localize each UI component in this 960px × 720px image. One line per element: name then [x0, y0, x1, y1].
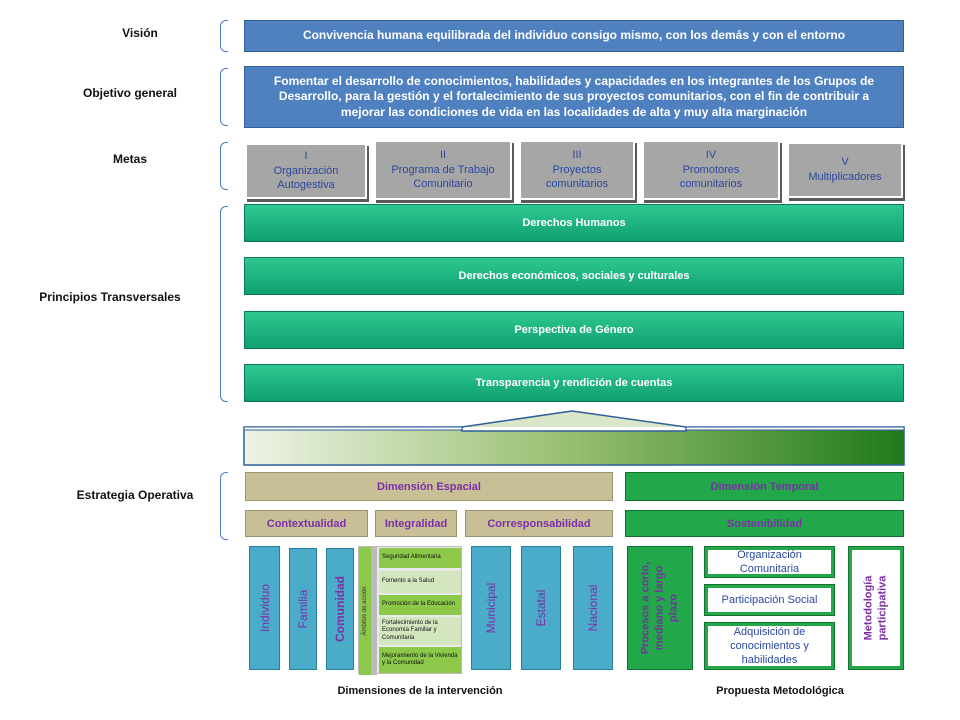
column-municipal-label: Municipal: [484, 582, 498, 634]
meta-3: III Proyectos comunitarios: [519, 140, 635, 200]
objetivo-bar: Fomentar el desarrollo de conocimientos,…: [244, 66, 904, 128]
principio-derechos-humanos: Derechos Humanos: [244, 204, 904, 242]
principio-desc: Derechos económicos, sociales y cultural…: [244, 257, 904, 295]
corresponsabilidad: Corresponsabilidad: [465, 510, 613, 537]
column-procesos: Procesos a corto, mediano y largo plazo: [627, 546, 693, 670]
vision-bar: Convivencia humana equilibrada del indiv…: [244, 20, 904, 52]
integralidad: Integralidad: [375, 510, 457, 537]
funnel-gradient-bar: [243, 410, 905, 466]
column-nacional: Nacional: [573, 546, 613, 670]
ambito-item-5: Mejoramiento de la Vivienda y la Comunid…: [379, 647, 461, 673]
propuesta-adquisicion-label: Adquisición de conocimientos y habilidad…: [708, 626, 831, 666]
column-comunidad-label: Comunidad: [333, 576, 347, 642]
meta-4: IV Promotores comunitarios: [642, 140, 780, 200]
row-label-vision: Visión: [122, 26, 158, 40]
column-municipal: Municipal: [471, 546, 511, 670]
column-individuo: Individuo: [249, 546, 280, 670]
bracket-principios: [220, 206, 228, 402]
label-propuesta-metodologica: Propuesta Metodológica: [716, 685, 844, 697]
label-dimensiones-intervencion: Dimensiones de la intervención: [337, 685, 503, 697]
ambitos-block: Ámbitos de acción Seguridad Alimentaria …: [358, 546, 462, 675]
column-procesos-label: Procesos a corto, mediano y largo plazo: [639, 561, 679, 655]
propuesta-adquisicion: Adquisición de conocimientos y habilidad…: [704, 622, 835, 670]
dimension-temporal: Dimensión Temporal: [625, 472, 904, 501]
sostenibilidad: Sostenibilidad: [625, 510, 904, 537]
column-nacional-label: Nacional: [586, 584, 600, 632]
dimension-espacial: Dimensión Espacial: [245, 472, 613, 501]
principio-genero: Perspectiva de Género: [244, 311, 904, 349]
ambito-item-3: Promoción de la Educación: [379, 595, 461, 615]
propuesta-participacion-label: Participación Social: [708, 588, 831, 612]
ambitos-label: Ámbitos de acción: [362, 586, 368, 636]
column-metodologia: Metodología participativa: [848, 546, 904, 670]
meta-2: II Programa de Trabajo Comunitario: [374, 140, 512, 200]
ambitos-strip: Ámbitos de acción: [359, 547, 371, 675]
meta-5: V Multiplicadores: [787, 142, 903, 198]
row-label-estrategia: Estrategia Operativa: [76, 488, 194, 502]
row-label-objetivo: Objetivo general: [82, 86, 178, 100]
row-label-principios: Principios Transversales: [39, 290, 181, 304]
meta-1: I Organización Autogestiva: [245, 143, 367, 199]
column-individuo-label: Individuo: [257, 583, 272, 633]
column-metodologia-label: Metodología participativa: [862, 575, 888, 641]
ambitos-divider: [371, 547, 377, 675]
propuesta-participacion: Participación Social: [704, 584, 835, 616]
metodologia-inner: Metodología participativa: [852, 550, 900, 666]
principio-transparencia: Transparencia y rendición de cuentas: [244, 364, 904, 402]
bracket-estrategia: [220, 472, 228, 540]
ambito-item-4: Fortalecimiento de la Economía Familiar …: [379, 617, 461, 645]
propuesta-organizacion-label: Organización Comunitaria: [708, 549, 831, 575]
bracket-metas: [220, 142, 228, 190]
column-estatal-label: Estatal: [534, 589, 548, 627]
contextualidad: Contextualidad: [245, 510, 368, 537]
ambito-item-2: Fomento a la Salud: [379, 571, 461, 593]
column-familia: Familia: [289, 548, 317, 670]
ambito-item-1: Seguridad Alimentaria: [379, 548, 461, 568]
bracket-vision: [220, 20, 228, 52]
bracket-objetivo: [220, 68, 228, 126]
row-label-metas: Metas: [112, 152, 147, 166]
column-estatal: Estatal: [521, 546, 561, 670]
column-comunidad: Comunidad: [326, 548, 354, 670]
propuesta-organizacion: Organización Comunitaria: [704, 546, 835, 578]
column-familia-label: Familia: [296, 589, 310, 629]
